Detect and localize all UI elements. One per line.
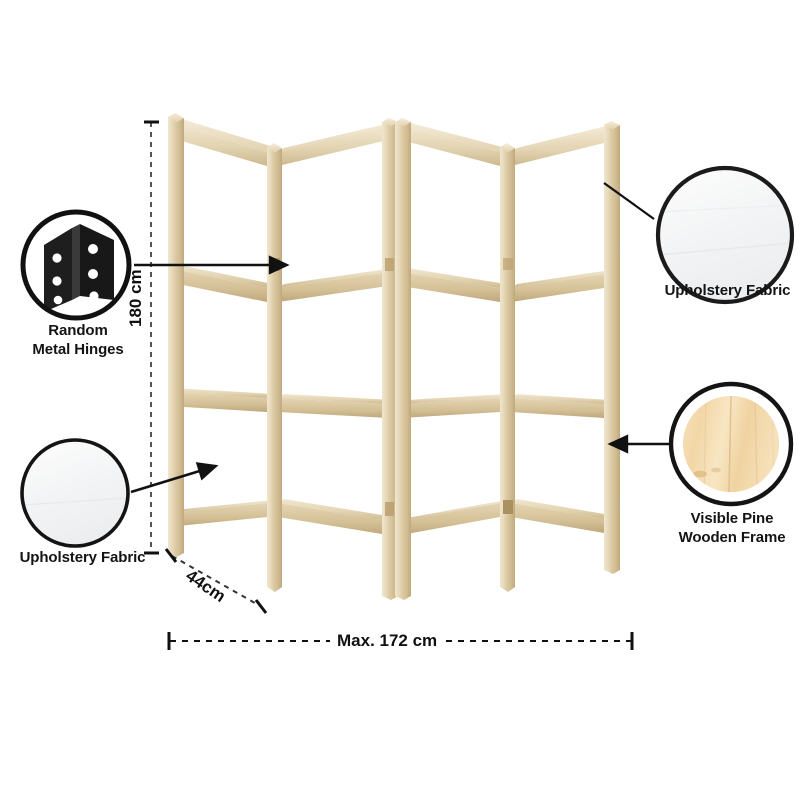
callout-random-metal-hinges[interactable] bbox=[20, 209, 132, 321]
dimension-depth bbox=[164, 548, 268, 614]
divider-panel-1 bbox=[168, 113, 274, 557]
fabric-swatch bbox=[23, 441, 127, 545]
callout-visible-pine-wooden-frame[interactable] bbox=[668, 381, 794, 507]
divider-panel-2 bbox=[267, 118, 398, 600]
leader-lines bbox=[130, 182, 671, 494]
callout-label-upholstery-fabric-top: Upholstery Fabric bbox=[664, 282, 791, 299]
leader-fabric-top bbox=[603, 182, 655, 220]
callout-label-upholstery-fabric-bottom: Upholstery Fabric bbox=[19, 549, 146, 566]
fabric-swatch bbox=[659, 169, 791, 301]
callout-upholstery-fabric-top[interactable] bbox=[655, 165, 795, 305]
dimension-label-width: Max. 172 cm bbox=[330, 631, 445, 651]
leader-fabric-bottom bbox=[130, 462, 219, 494]
divider-panel-4 bbox=[500, 121, 620, 592]
dimension-height bbox=[144, 120, 159, 555]
hinge-icon bbox=[24, 213, 128, 317]
callout-upholstery-fabric-bottom[interactable] bbox=[20, 438, 130, 548]
dimension-label-height: 180 cm bbox=[126, 269, 145, 327]
room-divider-illustration bbox=[168, 113, 620, 600]
divider-panel-3 bbox=[395, 118, 506, 600]
callout-label-visible-pine-wooden-frame: Visible Pine Wooden Frame bbox=[678, 510, 786, 546]
callout-label-random-metal-hinges: Random Metal Hinges bbox=[32, 322, 124, 358]
pine-wood-swatch bbox=[683, 396, 779, 492]
